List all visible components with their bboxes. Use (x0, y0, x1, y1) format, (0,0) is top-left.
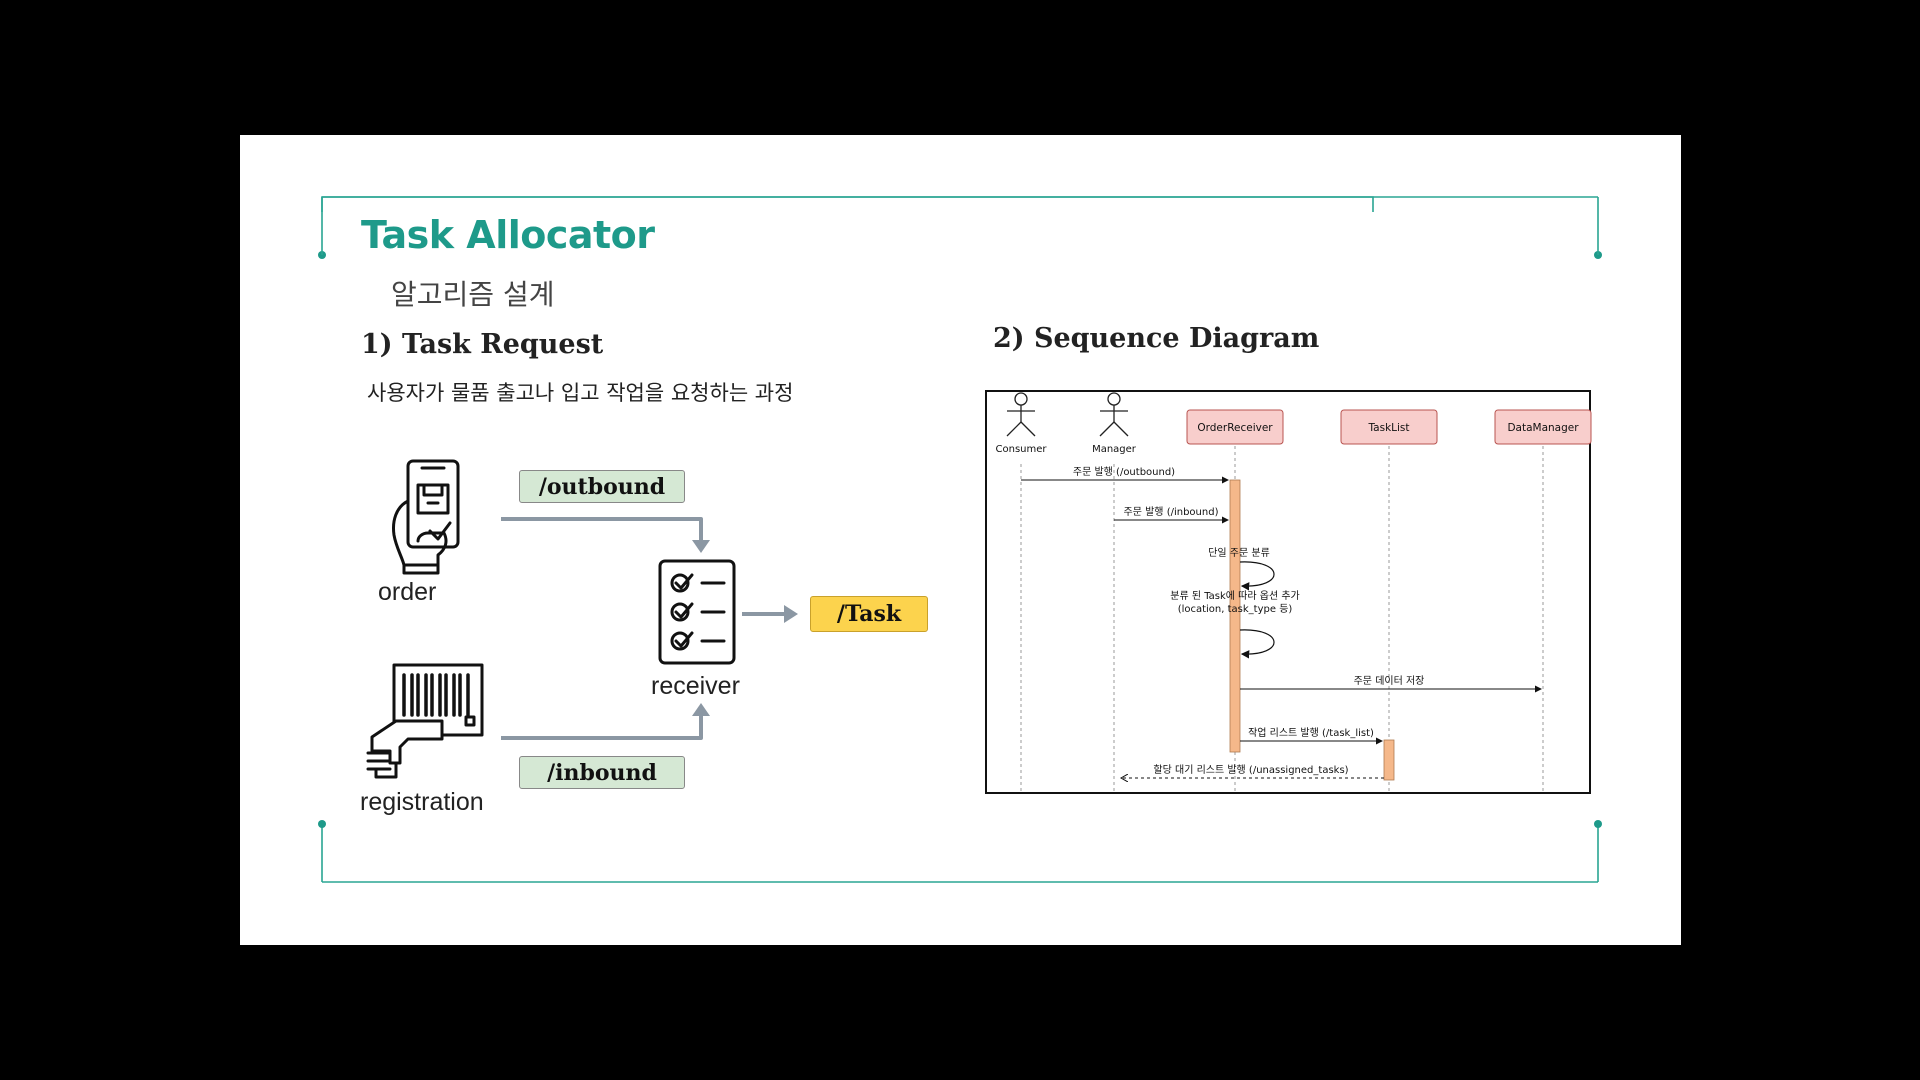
message-options: 분류 된 Task에 따라 옵션 추가 (1170, 590, 1299, 602)
actor-consumer: Consumer (996, 444, 1048, 455)
phone-order-icon (392, 459, 460, 575)
actor-manager: Manager (1092, 444, 1137, 455)
participant-datamanager-label: DataManager (1507, 422, 1579, 434)
sequence-diagram-canvas: Consumer Manager OrderReceiver TaskList … (996, 392, 1592, 794)
registration-label: registration (360, 788, 484, 816)
section1-description: 사용자가 물품 출고나 입고 작업을 요청하는 과정 (367, 381, 794, 405)
slide: Task Allocator 알고리즘 설계 1) Task Request 사… (240, 135, 1681, 945)
section1-heading: 1) Task Request (361, 329, 604, 360)
message-inbound: 주문 발행 (/inbound) (1124, 506, 1219, 518)
message-unassigned-tasks: 할당 대기 리스트 발행 (/unassigned_tasks) (1153, 764, 1348, 776)
outbound-arrow (501, 517, 703, 543)
task-request-flow (366, 459, 798, 779)
section2-heading: 2) Sequence Diagram (993, 323, 1320, 354)
message-task-list: 작업 리스트 발행 (/task_list) (1248, 726, 1374, 739)
checklist-icon (658, 559, 736, 665)
orderreceiver-activation (1229, 479, 1241, 753)
participant-tasklist: TaskList (1340, 409, 1438, 445)
participant-datamanager: DataManager (1494, 409, 1592, 445)
message-save-data: 주문 데이터 저장 (1354, 675, 1425, 687)
sequence-diagram: Consumer Manager OrderReceiver TaskList … (985, 390, 1592, 794)
inbound-arrow (501, 713, 703, 740)
message-options-detail: (location, task_type 등) (1178, 603, 1293, 615)
task-endpoint: /Task (810, 596, 928, 632)
consumer-actor-icon (1006, 392, 1036, 437)
manager-actor-icon (1099, 392, 1129, 437)
order-label: order (378, 578, 437, 606)
message-classify: 단일 주문 분류 (1208, 547, 1270, 559)
message-outbound: 주문 발행 (/outbound) (1073, 466, 1175, 478)
tasklist-activation (1383, 739, 1395, 781)
barcode-scanner-icon (366, 663, 484, 779)
outbound-endpoint: /outbound (519, 470, 685, 503)
participant-tasklist-label: TaskList (1367, 422, 1409, 434)
slide-title: Task Allocator (361, 213, 655, 257)
slide-frame (318, 196, 1602, 883)
participant-orderreceiver-label: OrderReceiver (1197, 422, 1273, 434)
receiver-label: receiver (651, 672, 740, 700)
participant-orderreceiver: OrderReceiver (1186, 409, 1284, 445)
inbound-endpoint: /inbound (519, 756, 685, 789)
slide-subtitle: 알고리즘 설계 (391, 278, 555, 311)
